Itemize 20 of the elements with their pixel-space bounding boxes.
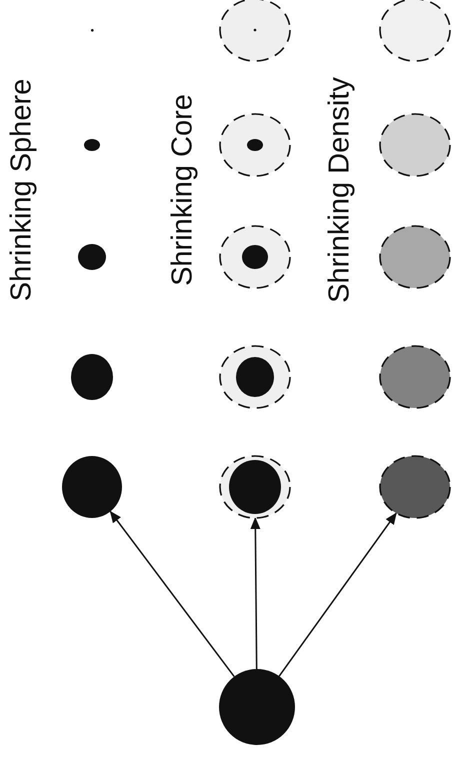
dashed-circle — [378, 224, 452, 290]
filled-circle — [60, 454, 124, 520]
arrow — [110, 510, 235, 678]
core-circle — [218, 454, 292, 520]
filled-circle — [82, 137, 102, 153]
filled-circle — [76, 242, 108, 272]
core-circle — [218, 344, 292, 410]
arrow — [250, 517, 260, 669]
column-label: Shrinking Sphere — [8, 78, 36, 302]
dashed-circle — [378, 344, 452, 410]
core-circle — [218, 224, 292, 290]
column-label: Shrinking Density — [326, 77, 354, 303]
arrow — [278, 512, 397, 677]
filled-circle — [88, 26, 96, 34]
filled-circle — [217, 667, 297, 747]
dashed-circle — [378, 112, 452, 178]
column-label: Shrinking Core — [168, 94, 198, 286]
filled-circle — [69, 352, 115, 402]
dashed-circle — [378, 454, 452, 520]
core-circle — [218, 112, 292, 178]
